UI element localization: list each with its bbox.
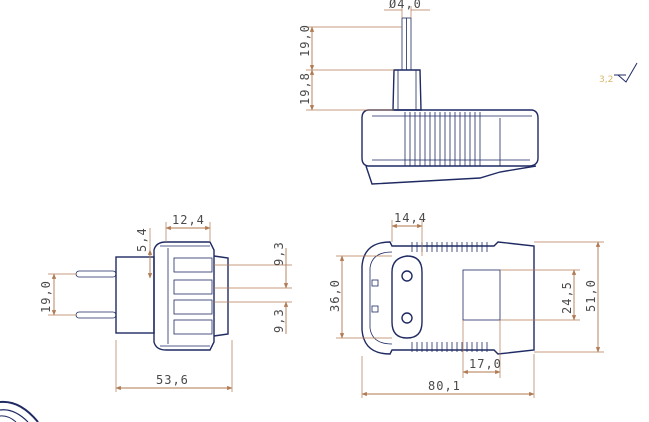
label-window bbox=[462, 269, 501, 321]
pin-offset-dim: 5,4 bbox=[135, 227, 149, 252]
upper-pin bbox=[75, 270, 117, 278]
plug-height-dim: 36,0 bbox=[328, 279, 342, 312]
pin-hole-top bbox=[401, 270, 413, 282]
side-body bbox=[153, 241, 215, 351]
plug-face bbox=[391, 255, 423, 339]
svg-text:3,2: 3,2 bbox=[599, 75, 613, 85]
lower-pin bbox=[75, 311, 117, 319]
pin-diameter-dim: Ø4,0 bbox=[389, 0, 422, 11]
window-height-dim: 24,5 bbox=[560, 281, 574, 314]
collar bbox=[392, 69, 422, 111]
surface-finish-icon: 3,2 bbox=[599, 62, 638, 85]
lower-rib-dim: 9,3 bbox=[272, 308, 286, 333]
pin-spacing-dim: 19,0 bbox=[39, 280, 53, 313]
pin-hole-bottom bbox=[401, 312, 413, 324]
overall-width-dim: 80,1 bbox=[428, 379, 461, 393]
front-body bbox=[361, 241, 535, 355]
plug-width-dim: 14,4 bbox=[394, 211, 427, 225]
corner-fragment bbox=[0, 400, 39, 422]
base bbox=[365, 165, 537, 185]
front-view: 14,4 36,0 80,1 17,0 24,5 51,0 bbox=[328, 211, 604, 398]
window-width-dim: 17,0 bbox=[469, 357, 502, 371]
collar-height-dim: 19,8 bbox=[298, 72, 312, 105]
body-depth-dim: 12,4 bbox=[172, 213, 205, 227]
pin-length-dim: 19,0 bbox=[298, 24, 312, 57]
plug-collar bbox=[115, 256, 155, 334]
overall-height-dim: 51,0 bbox=[584, 279, 598, 312]
top-view: Ø4,0 19,0 19,8 bbox=[298, 0, 539, 185]
side-view: 53,6 19,0 5,4 12,4 9,3 9,3 bbox=[39, 213, 292, 392]
side-end bbox=[213, 255, 229, 337]
ribs bbox=[404, 112, 481, 166]
upper-rib-dim: 9,3 bbox=[272, 241, 286, 266]
top-ribs bbox=[411, 242, 488, 252]
bottom-ribs bbox=[411, 342, 488, 352]
overall-length-dim: 53,6 bbox=[156, 373, 189, 387]
body bbox=[361, 109, 539, 167]
